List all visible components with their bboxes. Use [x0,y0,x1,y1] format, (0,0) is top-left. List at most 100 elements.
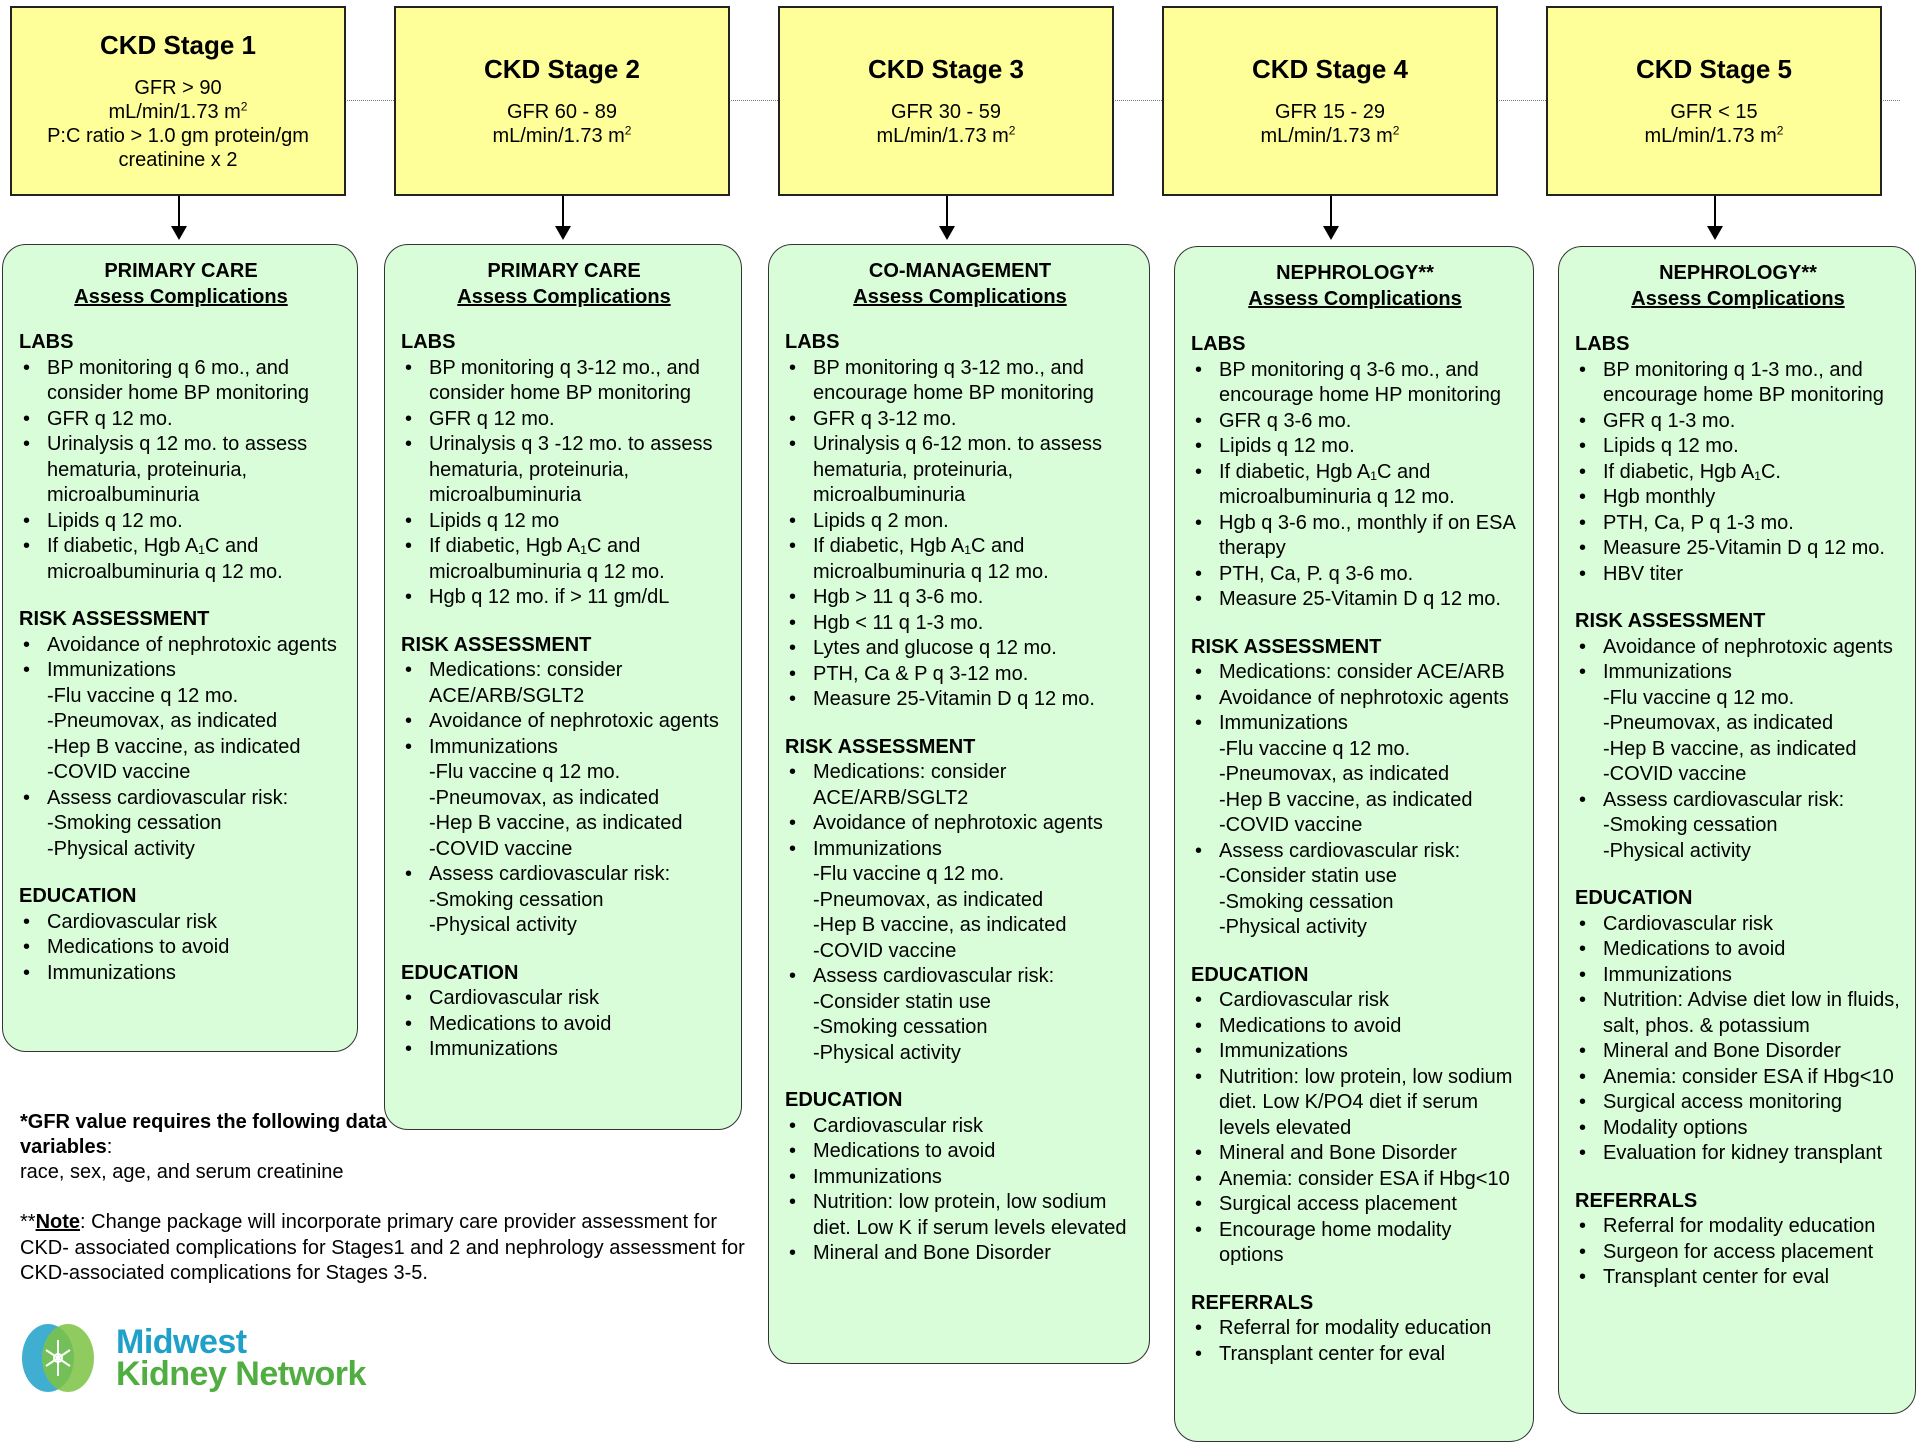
list-item-text: Lytes and glucose q 12 mo. [813,637,1057,659]
list-item-text: GFR q 12 mo. [429,407,555,430]
list-item-text: Lipids q 12 mo. [47,509,183,532]
list-item-text: Lipids q 12 mo. [1603,435,1739,457]
list-item-text: Avoidance of nephrotoxic agents [813,812,1103,834]
list-item-text: Lipids q 12 mo. [1219,435,1355,457]
list-item: HBV titer [1575,562,1901,588]
section-risk-assessment: RISK ASSESSMENT Avoidance of nephrotoxic … [1575,609,1901,864]
section-heading: RISK ASSESSMENT [1575,610,1766,632]
list-item-text: GFR q 3-6 mo. [1219,409,1352,432]
bullet-list: Referral for modality educationSurgeon f… [1575,1214,1901,1291]
list-item: Immunizations [401,1037,727,1063]
care-panel-title: NEPHROLOGY** [1276,262,1434,284]
section-labs: LABSBP monitoring q 3-12 mo., and consid… [401,330,727,611]
list-item: Encourage home modality options [1191,1218,1519,1269]
list-item: If diabetic, Hgb A₁C and microalbuminuri… [1191,460,1519,511]
stage-criteria-line: mL/min/1.73 m2 [493,124,632,148]
list-item: Evaluation for kidney transplant [1575,1141,1901,1167]
list-item: Hgb > 11 q 3-6 mo. [785,585,1135,611]
sub-item: -Pneumovax, as indicated [1603,712,1834,734]
bullet-list: BP monitoring q 3-12 mo., and encourage … [785,356,1135,713]
stage-criteria-text: GFR < 15 [1670,101,1758,123]
bullet-list: Medications: consider ACE/ARB/SGLT2Avoid… [401,658,727,939]
stage-criteria-text: GFR 30 - 59 [890,101,1002,123]
stage-criteria-line: mL/min/1.73 m2 [1645,124,1784,148]
list-item-text: Surgical access monitoring [1603,1091,1842,1113]
section-risk-assessment: RISK ASSESSMENTAvoidance of nephrotoxic … [19,607,343,862]
list-item: PTH, Ca, P q 1-3 mo. [1575,511,1901,537]
section-referrals: REFERRALSReferral for modality education… [1191,1291,1519,1368]
list-item: Lipids q 12 mo. [1191,434,1519,460]
list-item: Immunizations [1191,1039,1519,1065]
sub-item: -Hep B vaccine, as indicated [1603,737,1857,760]
list-item: BP monitoring q 3-12 mo., and encourage … [785,356,1135,407]
list-item: Mineral and Bone Disorder [1575,1039,1901,1065]
stage-title: CKD Stage 3 [867,54,1025,84]
list-item-text: Nutrition: Advise diet low in fluids, sa… [1603,989,1900,1037]
sub-item: -COVID vaccine [1219,814,1363,836]
stage-criteria-text: GFR > 90 [134,77,222,99]
list-item: Immunizations-Flu vaccine q 12 mo.-Pneum… [785,837,1135,965]
stage-criteria-line: P:C ratio > 1.0 gm protein/gm [47,124,309,148]
list-item-text: Urinalysis q 12 mo. to assess hematuria,… [47,433,308,506]
list-item-text: If diabetic, Hgb A₁C and microalbuminuri… [1219,460,1455,509]
list-item: GFR q 12 mo. [19,407,343,433]
stage-criteria-text: GFR 15 - 29 [1274,101,1386,123]
list-item: GFR q 3-6 mo. [1191,409,1519,435]
list-item: Avoidance of nephrotoxic agents [1191,686,1519,712]
list-item-text: If diabetic, Hgb A₁C and microalbuminuri… [47,535,283,583]
list-item: BP monitoring q 6 mo., and consider home… [19,356,343,407]
sub-item: -Hep B vaccine, as indicated [1219,788,1473,811]
bullet-list: Cardiovascular riskMedications to avoidI… [1191,988,1519,1269]
list-item-text: Surgical access placement [1219,1193,1457,1215]
list-item: Immunizations-Flu vaccine q 12 mo.-Pneum… [1575,660,1901,788]
sub-item: -COVID vaccine [47,761,191,783]
list-item: GFR q 1-3 mo. [1575,409,1901,435]
list-item-text: Urinalysis q 6-12 mon. to assess hematur… [813,433,1103,506]
list-item: Nutrition: Advise diet low in fluids, sa… [1575,988,1901,1039]
down-arrow-3 [939,196,955,240]
list-item: Medications to avoid [785,1139,1135,1165]
down-arrow-4 [1323,196,1339,240]
stage-criteria-text: mL/min/1.73 m [1260,125,1393,147]
list-item: Hgb q 12 mo. if > 11 gm/dL [401,585,727,611]
list-item-text: Hgb q 12 mo. if > 11 gm/dL [429,586,670,608]
sub-item: -Physical activity [47,837,195,860]
stage-unit-superscript: 2 [240,99,248,114]
list-item: Cardiovascular risk [19,910,343,936]
bullet-list: Cardiovascular riskMedications to avoidI… [785,1114,1135,1267]
list-item-text: BP monitoring q 6 mo., and consider home… [47,356,309,405]
list-item: Medications to avoid [1191,1014,1519,1040]
list-item-text: Immunizations [429,1038,558,1060]
bullet-list: Avoidance of nephrotoxic agentsImmunizat… [1575,635,1901,865]
list-item-text: Avoidance of nephrotoxic agents [1603,635,1893,658]
section-heading: LABS [401,331,456,353]
list-item: Avoidance of nephrotoxic agents [1575,635,1901,661]
care-panel-subtitle: Assess Complications [853,285,1067,308]
bullet-list: Cardiovascular riskMedications to avoidI… [401,986,727,1063]
list-item: Immunizations [1575,963,1901,989]
section-education: EDUCATIONCardiovascular riskMedications … [1575,886,1901,1167]
sub-item: -Smoking cessation [1219,890,1394,913]
list-item: Immunizations-Flu vaccine q 12 mo.-Pneum… [401,735,727,863]
stage-criteria-line: GFR > 90 [134,76,221,100]
sub-item: -Flu vaccine q 12 mo. [429,761,621,783]
midwest-kidney-network-logo: Midwest Kidney Network [18,1320,398,1396]
logo-wordmark: Midwest Kidney Network [116,1325,366,1391]
list-item-text: Immunizations [1219,712,1348,734]
stage-criteria-line: GFR 30 - 59 [891,100,1001,124]
bullet-list: Cardiovascular riskMedications to avoidI… [1575,912,1901,1167]
sub-item: -Flu vaccine q 12 mo. [1603,686,1795,709]
section-heading: LABS [19,331,74,353]
care-panel-5: NEPHROLOGY**Assess ComplicationsLABSBP m… [1558,246,1916,1414]
list-item: Immunizations [19,961,343,987]
section-heading: REFERRALS [1575,1189,1698,1212]
section-heading: LABS [785,331,840,353]
list-item-text: BP monitoring q 3-12 mo., and encourage … [813,356,1094,405]
list-item: Immunizations [785,1165,1135,1191]
list-item-text: Cardiovascular risk [1219,989,1390,1011]
stage-unit-superscript: 2 [624,123,632,138]
sub-item: -Consider statin use [813,990,991,1013]
section-education: EDUCATIONCardiovascular riskMedications … [401,961,727,1063]
list-item-text: Modality options [1603,1116,1748,1139]
